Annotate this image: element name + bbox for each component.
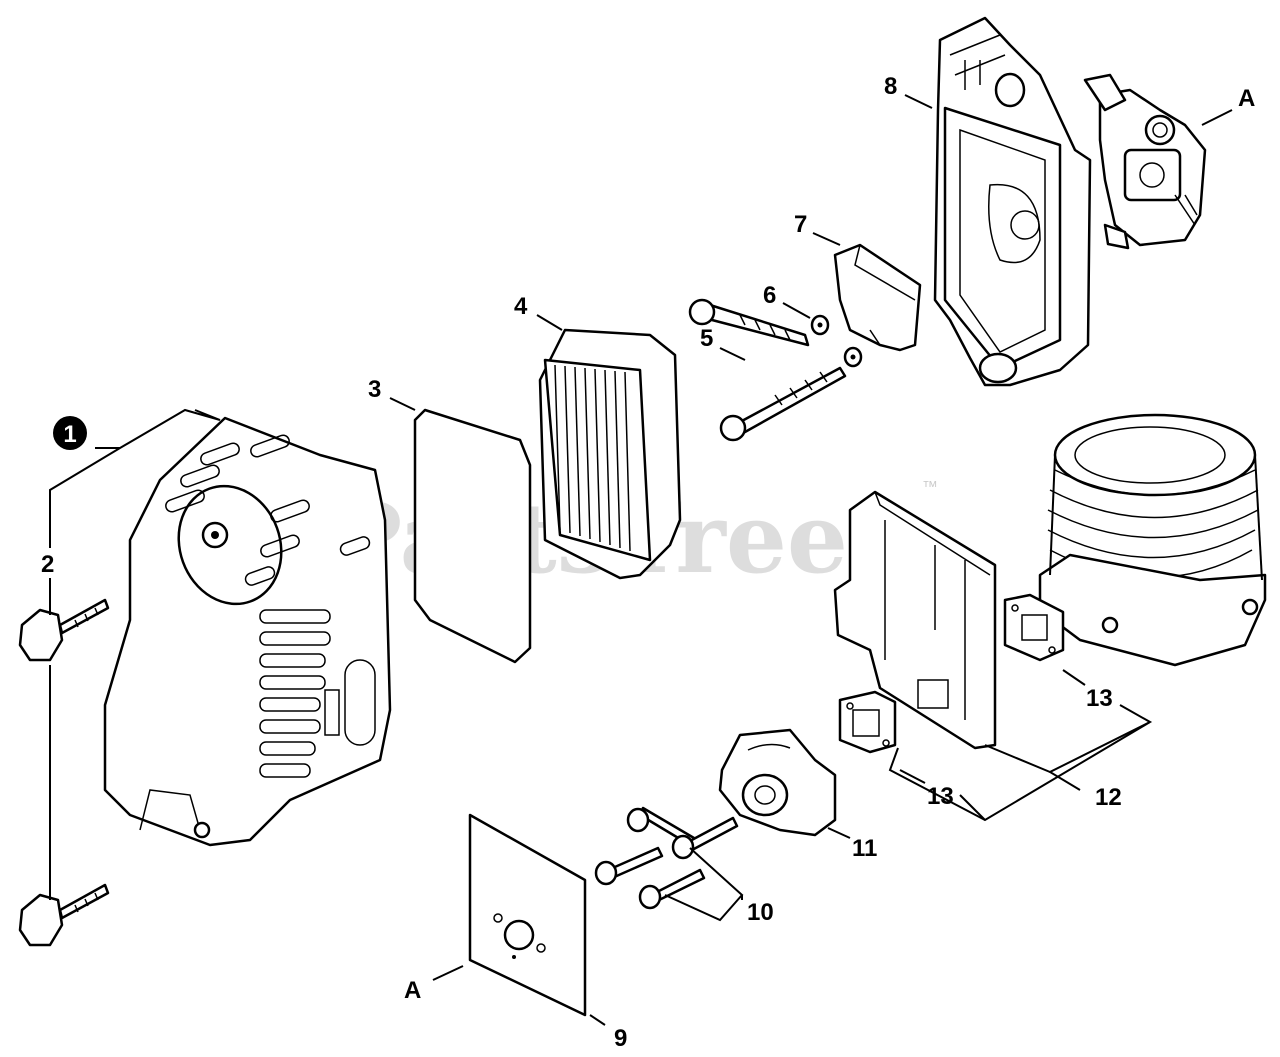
callout-2-label: 2 [41, 551, 54, 578]
callout-5-label: 5 [700, 325, 713, 352]
callout-6-label: 6 [763, 282, 776, 309]
air-filter-element-part[interactable] [538, 328, 682, 580]
callout-13-lower-label: 13 [927, 783, 954, 810]
knob-bolt-part[interactable] [18, 598, 110, 947]
callout-13-upper-label: 13 [1086, 685, 1113, 712]
callout-4-label: 4 [514, 293, 528, 320]
leader-lines [49, 94, 1233, 1026]
carburetor-part[interactable] [1083, 73, 1207, 250]
reference-a-bottom-label: A [404, 977, 421, 1004]
watermark-trademark: ™ [922, 479, 938, 496]
cylinder-part[interactable] [1038, 413, 1267, 667]
callout-9-label: 9 [614, 1025, 627, 1052]
callout-1-label: 1 [63, 421, 76, 448]
gasket-13-lower-part[interactable] [838, 690, 897, 754]
callout-12-label: 12 [1095, 784, 1122, 811]
callout-1-badge: 1 [53, 416, 87, 450]
washer-part[interactable] [810, 314, 863, 368]
screw-part[interactable] [594, 806, 739, 910]
insulator-part[interactable] [718, 728, 837, 837]
callout-11-label: 11 [852, 835, 877, 862]
air-cleaner-cover-part[interactable] [103, 416, 392, 847]
choke-plate-part[interactable] [833, 243, 922, 352]
callout-8-label: 8 [884, 73, 897, 100]
gasket-13-upper-part[interactable] [1003, 593, 1065, 662]
callout-10-label: 10 [747, 899, 774, 926]
air-cleaner-case-part[interactable] [933, 16, 1092, 387]
reference-a-top-label: A [1238, 85, 1255, 112]
bolt-part[interactable] [688, 298, 847, 442]
pre-filter-part[interactable] [413, 408, 532, 664]
gasket-9-part[interactable] [468, 813, 587, 1017]
callout-3-label: 3 [368, 376, 381, 403]
heat-shield-plate-part[interactable] [833, 490, 997, 750]
callout-7-label: 7 [794, 211, 807, 238]
